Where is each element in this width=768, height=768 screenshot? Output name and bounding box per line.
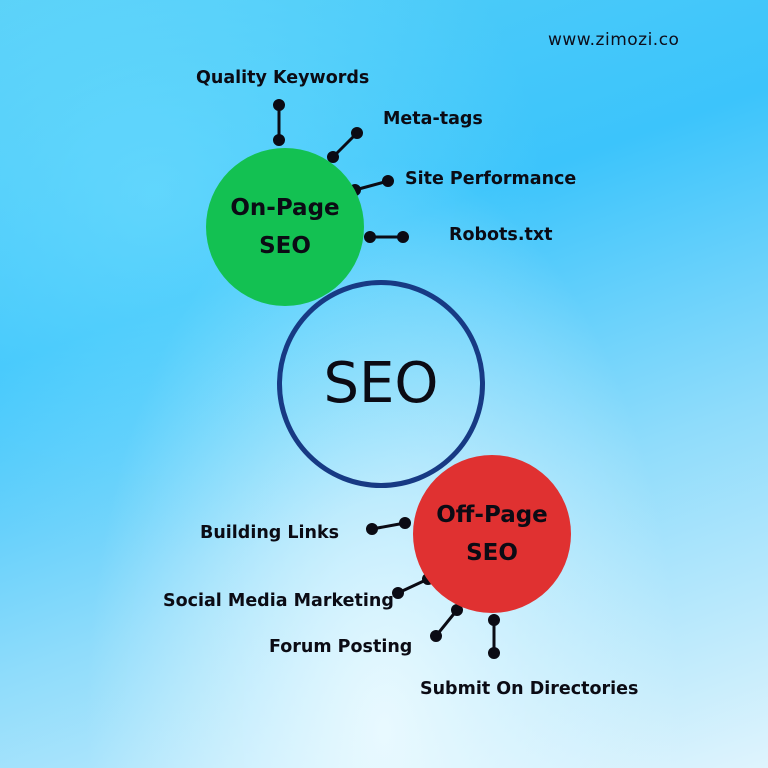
- seo-center-circle: SEO: [277, 280, 485, 488]
- off-page-seo-label: Off-Page SEO: [436, 502, 548, 566]
- connector-dot: [366, 523, 378, 535]
- connector-dot: [382, 175, 394, 187]
- off-page-item-social-media-marketing: Social Media Marketing: [163, 591, 394, 611]
- off-page-item-building-links: Building Links: [200, 523, 340, 543]
- on-page-seo-label: On-Page SEO: [230, 195, 340, 259]
- on-page-item-site-performance: Site Performance: [405, 169, 577, 189]
- connector-dot: [430, 630, 442, 642]
- connector-dot: [351, 127, 363, 139]
- connector-dot: [327, 151, 339, 163]
- connector-dot: [273, 134, 285, 146]
- on-page-seo-circle: On-Page SEO: [206, 148, 364, 306]
- connector-dot: [488, 614, 500, 626]
- on-page-item-robots-txt: Robots.txt: [449, 225, 553, 245]
- website-url: www.zimozi.co: [548, 30, 680, 50]
- on-page-item-meta-tags: Meta-tags: [383, 109, 483, 129]
- off-page-item-submit-on-directories: Submit On Directories: [420, 679, 639, 699]
- seo-center-label: SEO: [323, 351, 439, 416]
- connector-dot: [273, 99, 285, 111]
- connector-dot: [399, 517, 411, 529]
- connector-dot: [397, 231, 409, 243]
- connector-dot: [451, 604, 463, 616]
- off-page-seo-circle: Off-Page SEO: [413, 455, 571, 613]
- connector-dot: [364, 231, 376, 243]
- connector-dot: [392, 587, 404, 599]
- on-page-item-quality-keywords: Quality Keywords: [196, 68, 370, 88]
- connector-dot: [488, 647, 500, 659]
- off-page-item-forum-posting: Forum Posting: [269, 637, 413, 657]
